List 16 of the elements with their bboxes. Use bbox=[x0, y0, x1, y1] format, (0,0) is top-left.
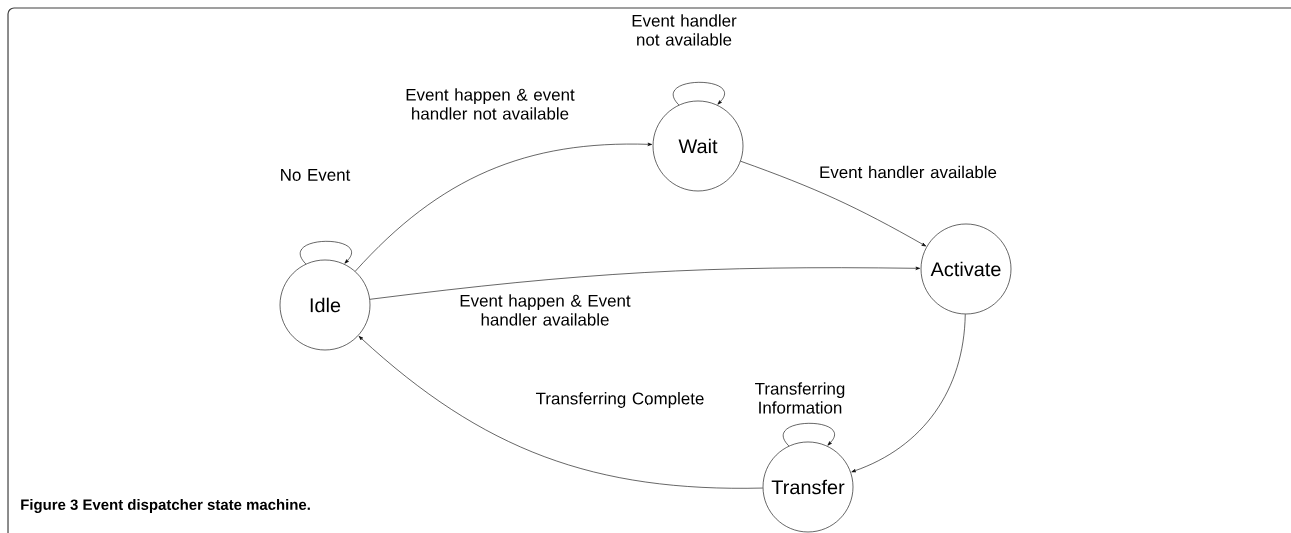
arrow bbox=[740, 160, 927, 247]
edge-label: Event handler available bbox=[820, 165, 997, 179]
arrow bbox=[673, 82, 725, 106]
arrow bbox=[783, 423, 835, 447]
edge-label: No Event bbox=[281, 169, 351, 181]
edge-label: Event happen & event handler not available bbox=[406, 88, 575, 120]
arrow bbox=[369, 266, 921, 300]
caption: Figure 3 Event dispatcher state machine. bbox=[21, 499, 310, 513]
edge-label: Transferring Complete bbox=[536, 392, 704, 408]
arrow bbox=[851, 313, 966, 473]
edge-label: Transferring Information bbox=[755, 382, 845, 414]
edge-label: Event happen & Event handler available bbox=[460, 294, 631, 326]
arrow bbox=[300, 241, 352, 265]
arrow bbox=[358, 336, 763, 489]
edge-label: Event handler not available bbox=[632, 14, 737, 46]
arrow bbox=[354, 142, 653, 272]
